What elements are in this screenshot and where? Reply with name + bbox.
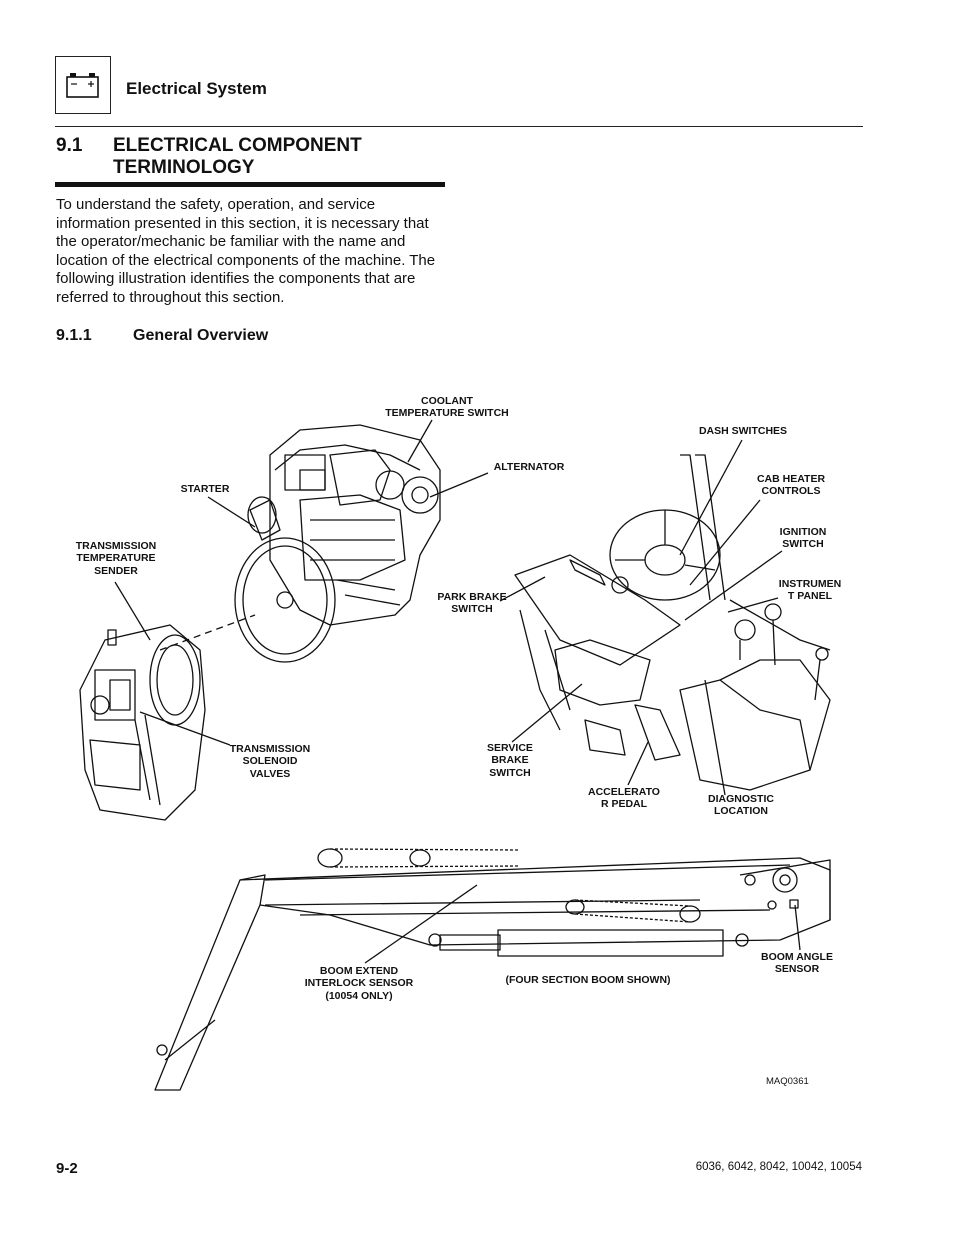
label-accelerator-pedal: ACCELERATO R PEDAL: [588, 786, 660, 811]
label-ignition-switch: IGNITION SWITCH: [779, 526, 827, 551]
label-cab-heater-controls: CAB HEATER CONTROLS: [756, 473, 826, 498]
intro-paragraph: To understand the safety, operation, and…: [56, 196, 436, 306]
heading-number: 9.1: [56, 135, 83, 156]
transmission-drawing: [79, 624, 206, 821]
label-starter: STARTER: [180, 483, 230, 495]
label-transmission-temperature-sender: TRANSMISSION TEMPERATURE SENDER: [75, 540, 157, 577]
label-park-brake-switch: PARK BRAKE SWITCH: [437, 591, 507, 616]
label-alternator: ALTERNATOR: [493, 461, 565, 473]
subheading-number: 9.1.1: [56, 327, 92, 344]
model-numbers: 6036, 6042, 8042, 10042, 10054: [695, 1161, 862, 1173]
page-title: ELECTRICAL COMPONENT TERMINOLOGY: [113, 135, 362, 178]
leader-lines: [114, 419, 801, 964]
label-service-brake-switch: SERVICE BRAKE SWITCH: [487, 742, 533, 779]
label-boom-extend-interlock-sensor: BOOM EXTEND INTERLOCK SENSOR (10054 ONLY…: [304, 965, 414, 1002]
header-divider: [55, 126, 863, 127]
label-transmission-solenoid-valves: TRANSMISSION SOLENOID VALVES: [229, 743, 311, 780]
figure-id: MAQ0361: [766, 1076, 809, 1087]
label-dash-switches: DASH SWITCHES: [698, 425, 788, 437]
boom-drawing: [154, 848, 831, 1091]
label-coolant-temperature-switch: COOLANT TEMPERATURE SWITCH: [385, 395, 509, 420]
page-number: 9-2: [56, 1160, 78, 1177]
electrical-components-illustration: [79, 419, 831, 1091]
section-header: Electrical System: [126, 79, 267, 98]
heading-rule: [55, 182, 445, 187]
engine-drawing: [234, 424, 441, 663]
label-diagnostic-location: DIAGNOSTIC LOCATION: [708, 793, 774, 818]
label-boom-angle-sensor: BOOM ANGLE SENSOR: [761, 951, 833, 976]
label-four-section-boom: (FOUR SECTION BOOM SHOWN): [505, 974, 671, 986]
label-instrument-panel: INSTRUMEN T PANEL: [778, 578, 842, 603]
cab-drawing: [514, 454, 831, 791]
battery-icon: [55, 56, 111, 114]
subheading-title: General Overview: [133, 327, 269, 344]
